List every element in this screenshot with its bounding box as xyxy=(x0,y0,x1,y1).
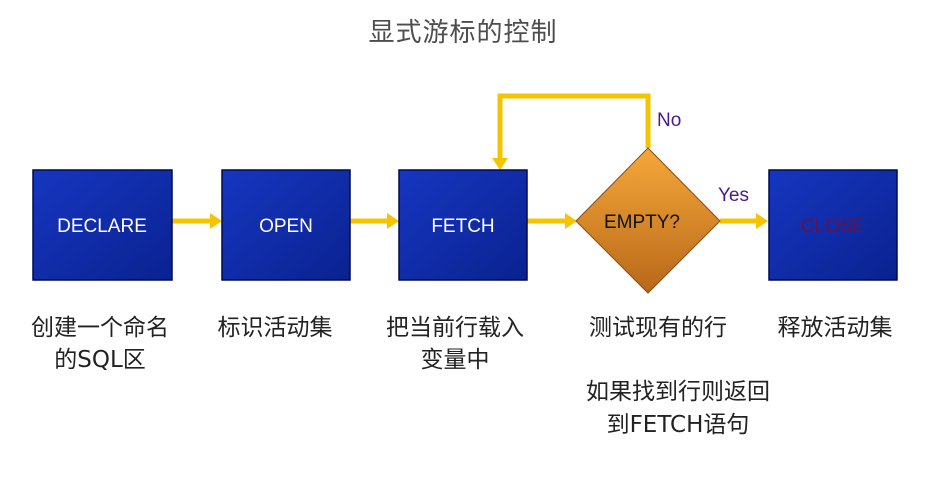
loop-note: 如果找到行则返回 到FETCH语句 xyxy=(558,376,798,442)
caption-declare-line2: 的SQL区 xyxy=(54,347,146,373)
step-declare-label: DECLARE xyxy=(57,216,147,237)
diagram-title: 显式游标的控制 xyxy=(368,18,558,48)
step-empty-label: EMPTY? xyxy=(604,212,680,233)
arrow-declare-to-open xyxy=(172,213,222,229)
caption-fetch-line1: 把当前行载入 xyxy=(386,315,524,341)
caption-declare: 创建一个命名 的SQL区 xyxy=(10,312,190,376)
arrow-empty-to-close xyxy=(720,213,768,229)
step-fetch-label: FETCH xyxy=(431,216,494,237)
arrow-fetch-to-empty xyxy=(527,213,577,229)
step-declare: DECLARE xyxy=(32,169,173,281)
loop-note-line1: 如果找到行则返回 xyxy=(586,379,770,405)
caption-fetch: 把当前行载入 变量中 xyxy=(365,312,545,376)
step-fetch: FETCH xyxy=(398,169,528,281)
step-close: CLOSE xyxy=(768,169,898,281)
caption-empty-line1: 测试现有的行 xyxy=(589,315,727,341)
caption-open-line1: 标识活动集 xyxy=(217,315,333,341)
step-open: OPEN xyxy=(221,169,351,281)
loop-arrow-no-branch xyxy=(492,93,651,170)
step-close-label: CLOSE xyxy=(801,216,865,237)
caption-close: 释放活动集 xyxy=(760,312,910,344)
branch-no-label: No xyxy=(657,110,681,131)
step-open-label: OPEN xyxy=(259,216,313,237)
branch-yes-label: Yes xyxy=(718,185,749,206)
caption-fetch-line2: 变量中 xyxy=(420,347,490,373)
caption-close-line1: 释放活动集 xyxy=(777,315,893,341)
loop-note-line2: 到FETCH语句 xyxy=(606,412,750,438)
caption-open: 标识活动集 xyxy=(195,312,355,344)
arrow-open-to-fetch xyxy=(350,213,399,229)
caption-empty: 测试现有的行 xyxy=(568,312,748,344)
step-empty-decision: EMPTY? xyxy=(575,147,721,294)
caption-declare-line1: 创建一个命名 xyxy=(31,315,169,341)
